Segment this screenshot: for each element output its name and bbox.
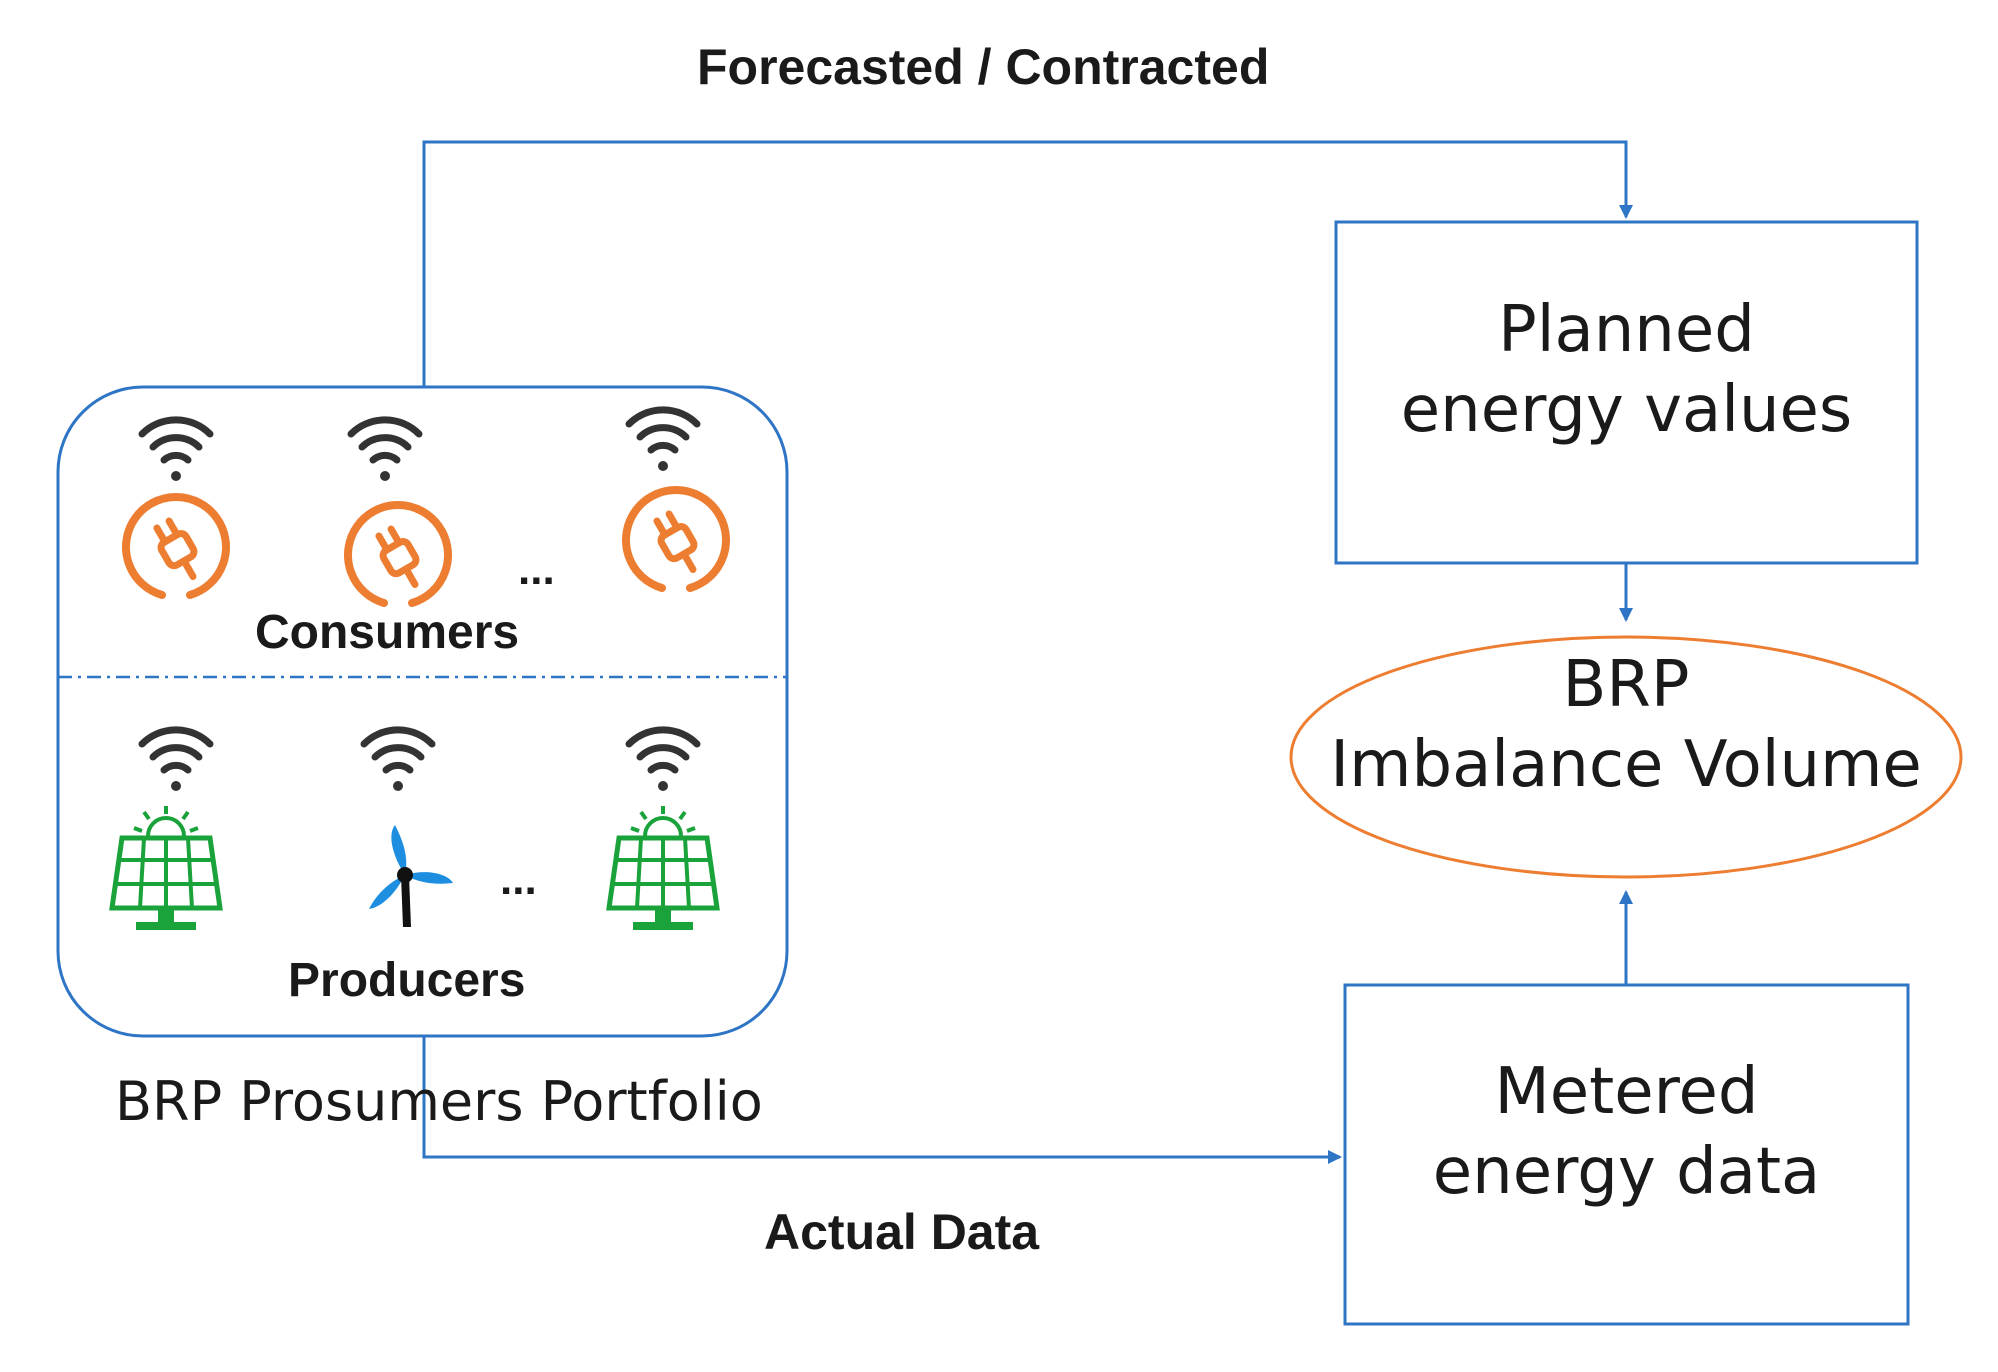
actual-data-label: Actual Data: [764, 1204, 1040, 1260]
planned-energy-text: Planned energy values: [1336, 290, 1917, 450]
imbalance-text: BRP Imbalance Volume: [1291, 645, 1961, 805]
actual-data-connector: [422, 1036, 1342, 1164]
planned-line-2: energy values: [1400, 373, 1853, 447]
producers-ellipsis: ...: [500, 855, 537, 904]
forecast-label: Forecasted / Contracted: [697, 39, 1270, 95]
forecast-connector: [422, 140, 1633, 387]
producers-label: Producers: [288, 954, 526, 1007]
imbalance-ellipse: [1289, 635, 1963, 879]
imbalance-line-1: BRP: [1562, 648, 1690, 722]
metered-energy-box: [1343, 983, 1910, 1326]
consumers-label: Consumers: [255, 606, 520, 659]
metered-line-2: energy data: [1432, 1135, 1821, 1209]
consumers-ellipsis: ...: [518, 545, 555, 594]
portfolio-caption: BRP Prosumers Portfolio: [115, 1070, 763, 1133]
portfolio-box: [56, 385, 789, 1038]
metered-line-1: Metered: [1494, 1055, 1759, 1129]
planned-line-1: Planned: [1498, 293, 1755, 367]
metered-energy-text: Metered energy data: [1345, 1052, 1908, 1212]
planned-energy-box: [1334, 220, 1919, 565]
imbalance-line-2: Imbalance Volume: [1330, 728, 1922, 802]
